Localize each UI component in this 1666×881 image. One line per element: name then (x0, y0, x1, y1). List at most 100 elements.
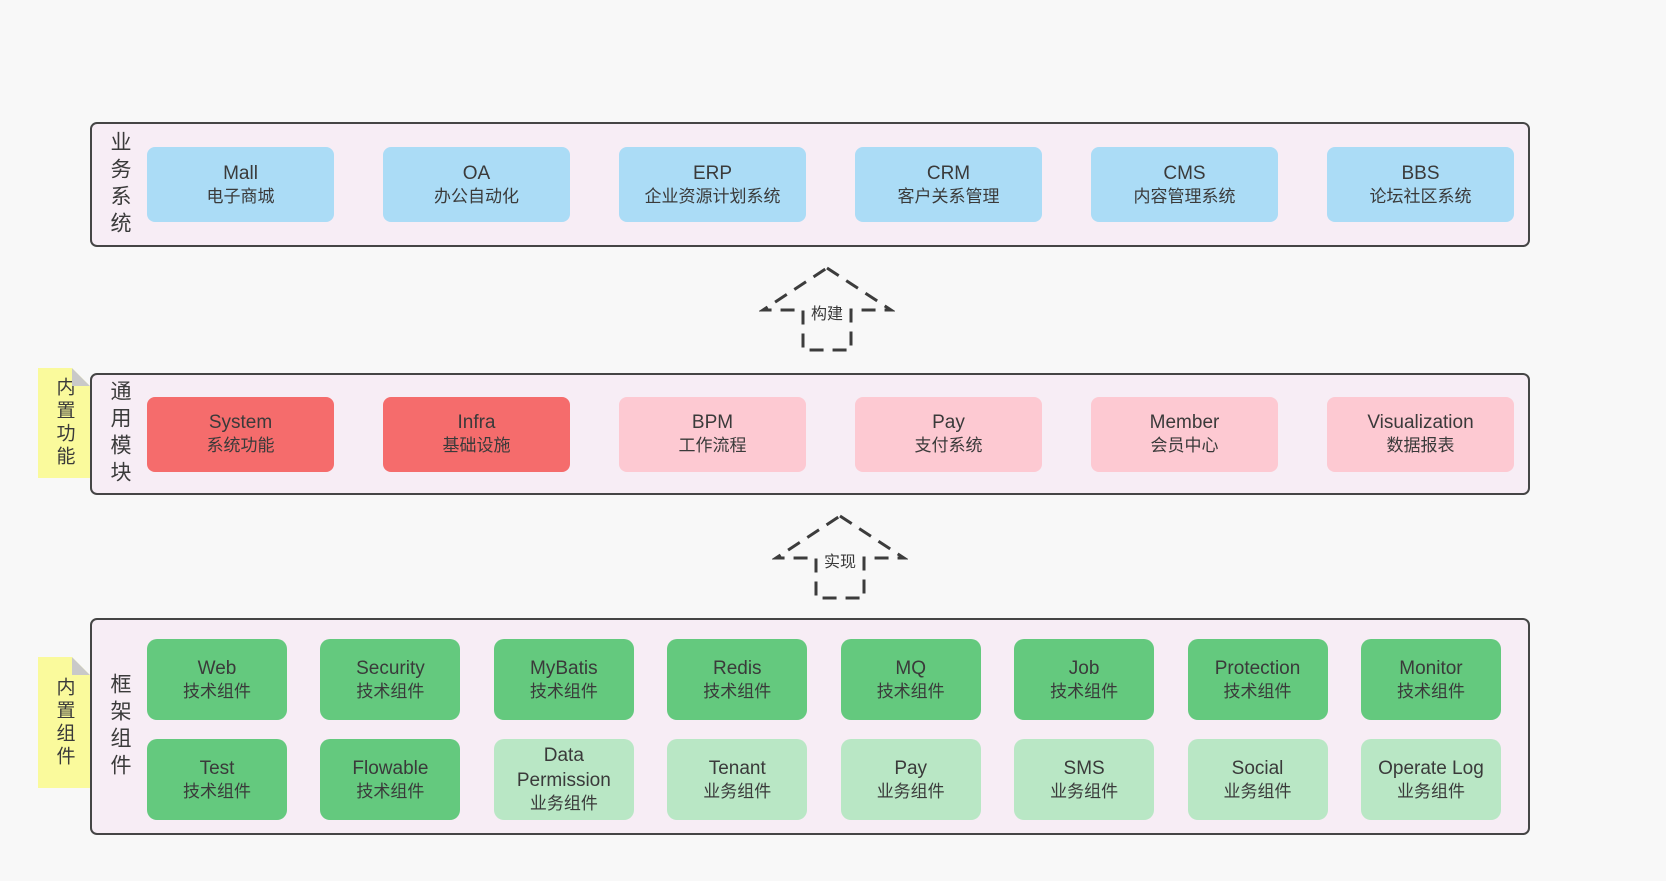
box-cms: CMS 内容管理系统 (1091, 147, 1278, 222)
box-subtitle: 业务组件 (1396, 781, 1465, 801)
box-subtitle: 客户关系管理 (897, 186, 1000, 206)
box-title: BPM (691, 412, 734, 434)
box-title: Mall (223, 162, 258, 184)
layer-common-modules: 通用模块 System 系统功能 Infra 基础设施 BPM 工作流程 Pay… (90, 373, 1530, 495)
component-rows: Web 技术组件 Security 技术组件 MyBatis 技术组件 Redi… (147, 620, 1528, 833)
box-bbs: BBS 论坛社区系统 (1327, 147, 1514, 222)
box-subtitle: 业务组件 (876, 781, 945, 801)
box-bpm: BPM 工作流程 (619, 396, 806, 472)
box-title: Protection (1214, 657, 1301, 679)
box-title: BBS (1401, 162, 1440, 184)
module-boxes: System 系统功能 Infra 基础设施 BPM 工作流程 Pay 支付系统… (147, 375, 1528, 493)
box-title: Web (197, 657, 237, 679)
business-boxes: Mall 电子商城 OA 办公自动化 ERP 企业资源计划系统 CRM 客户关系… (147, 124, 1528, 245)
box-flowable: Flowable 技术组件 (320, 739, 461, 820)
box-security: Security 技术组件 (320, 639, 461, 720)
box-subtitle: 技术组件 (356, 681, 425, 701)
box-subtitle: 技术组件 (876, 681, 945, 701)
box-title: Infra (457, 412, 496, 434)
layer-label-modules: 通用模块 (92, 375, 147, 493)
box-job: Job 技术组件 (1014, 639, 1155, 720)
note-text: 内置组件 (53, 676, 75, 769)
box-title: Data Permission (516, 745, 611, 792)
box-oa: OA 办公自动化 (383, 147, 570, 222)
box-title: System (208, 412, 273, 434)
layer-label-text: 通用模块 (108, 380, 131, 488)
arrow-implement-label: 实现 (823, 554, 857, 571)
box-subtitle: 技术组件 (1050, 681, 1119, 701)
box-subtitle: 技术组件 (183, 681, 251, 701)
box-subtitle: 工作流程 (678, 436, 747, 456)
box-test: Test 技术组件 (147, 739, 287, 820)
box-subtitle: 技术组件 (356, 781, 425, 801)
layer-framework-components: 框架组件 Web 技术组件 Security 技术组件 MyBatis 技术组件… (90, 618, 1530, 835)
box-subtitle: 技术组件 (529, 681, 598, 701)
arrow-implement: 实现 (772, 512, 908, 602)
box-subtitle: 电子商城 (206, 186, 275, 206)
box-subtitle: 办公自动化 (434, 186, 519, 206)
box-mq: MQ 技术组件 (840, 639, 981, 720)
box-redis: Redis 技术组件 (667, 639, 808, 720)
box-erp: ERP 企业资源计划系统 (619, 147, 806, 222)
box-title: SMS (1063, 757, 1105, 779)
box-subtitle: 数据报表 (1386, 436, 1455, 456)
box-pay-biz: Pay 业务组件 (840, 739, 981, 820)
box-title: CMS (1163, 162, 1206, 184)
box-monitor: Monitor 技术组件 (1360, 639, 1501, 720)
box-member: Member 会员中心 (1091, 396, 1278, 472)
box-title: Social (1231, 757, 1284, 779)
box-subtitle: 内容管理系统 (1133, 186, 1236, 206)
box-subtitle: 系统功能 (206, 436, 275, 456)
component-row-1: Web 技术组件 Security 技术组件 MyBatis 技术组件 Redi… (147, 639, 1501, 720)
box-mybatis: MyBatis 技术组件 (493, 639, 634, 720)
arrow-build: 构建 (759, 264, 895, 354)
box-infra: Infra 基础设施 (383, 396, 570, 472)
box-subtitle: 基础设施 (442, 436, 511, 456)
box-title: MQ (895, 657, 926, 679)
box-subtitle: 技术组件 (703, 681, 772, 701)
box-title: Visualization (1367, 412, 1474, 434)
box-title: Member (1149, 412, 1220, 434)
box-title: MyBatis (530, 657, 598, 679)
layer-label-text: 业务系统 (108, 130, 131, 239)
box-title: CRM (926, 162, 971, 184)
box-title: Test (199, 757, 235, 779)
box-title: Job (1068, 657, 1100, 679)
up-block-arrow-icon (759, 266, 895, 352)
box-title: Flowable (352, 757, 429, 779)
box-social: Social 业务组件 (1187, 739, 1328, 820)
note-built-in-components: 内置组件 (38, 657, 90, 788)
box-subtitle: 技术组件 (1396, 681, 1465, 701)
box-subtitle: 支付系统 (914, 436, 983, 456)
box-subtitle: 业务组件 (529, 794, 598, 814)
box-subtitle: 技术组件 (1223, 681, 1292, 701)
box-title: Security (356, 657, 425, 679)
box-crm: CRM 客户关系管理 (855, 147, 1042, 222)
box-title: ERP (692, 162, 733, 184)
box-title: Tenant (708, 757, 766, 779)
box-mall: Mall 电子商城 (147, 147, 334, 222)
layer-label-components: 框架组件 (92, 620, 147, 833)
layer-label-business: 业务系统 (92, 124, 147, 245)
box-title: Operate Log (1378, 757, 1484, 779)
box-data-permission: Data Permission 业务组件 (493, 739, 634, 820)
up-block-arrow-icon (772, 514, 908, 600)
box-visualization: Visualization 数据报表 (1327, 396, 1514, 472)
box-tenant: Tenant 业务组件 (667, 739, 808, 820)
box-system: System 系统功能 (147, 396, 334, 472)
box-subtitle: 业务组件 (1223, 781, 1292, 801)
box-subtitle: 业务组件 (703, 781, 772, 801)
box-title: Pay (932, 412, 965, 434)
note-built-in-features: 内置功能 (38, 368, 90, 478)
box-title: Pay (894, 757, 928, 779)
box-title: Redis (712, 657, 762, 679)
box-operate-log: Operate Log 业务组件 (1360, 739, 1501, 820)
box-subtitle: 论坛社区系统 (1369, 186, 1472, 206)
box-subtitle: 业务组件 (1050, 781, 1119, 801)
box-sms: SMS 业务组件 (1014, 739, 1155, 820)
box-title: Monitor (1399, 657, 1463, 679)
box-subtitle: 企业资源计划系统 (644, 186, 781, 206)
box-web: Web 技术组件 (147, 639, 287, 720)
component-row-2: Test 技术组件 Flowable 技术组件 Data Permission … (147, 739, 1501, 820)
note-text: 内置功能 (53, 377, 75, 469)
